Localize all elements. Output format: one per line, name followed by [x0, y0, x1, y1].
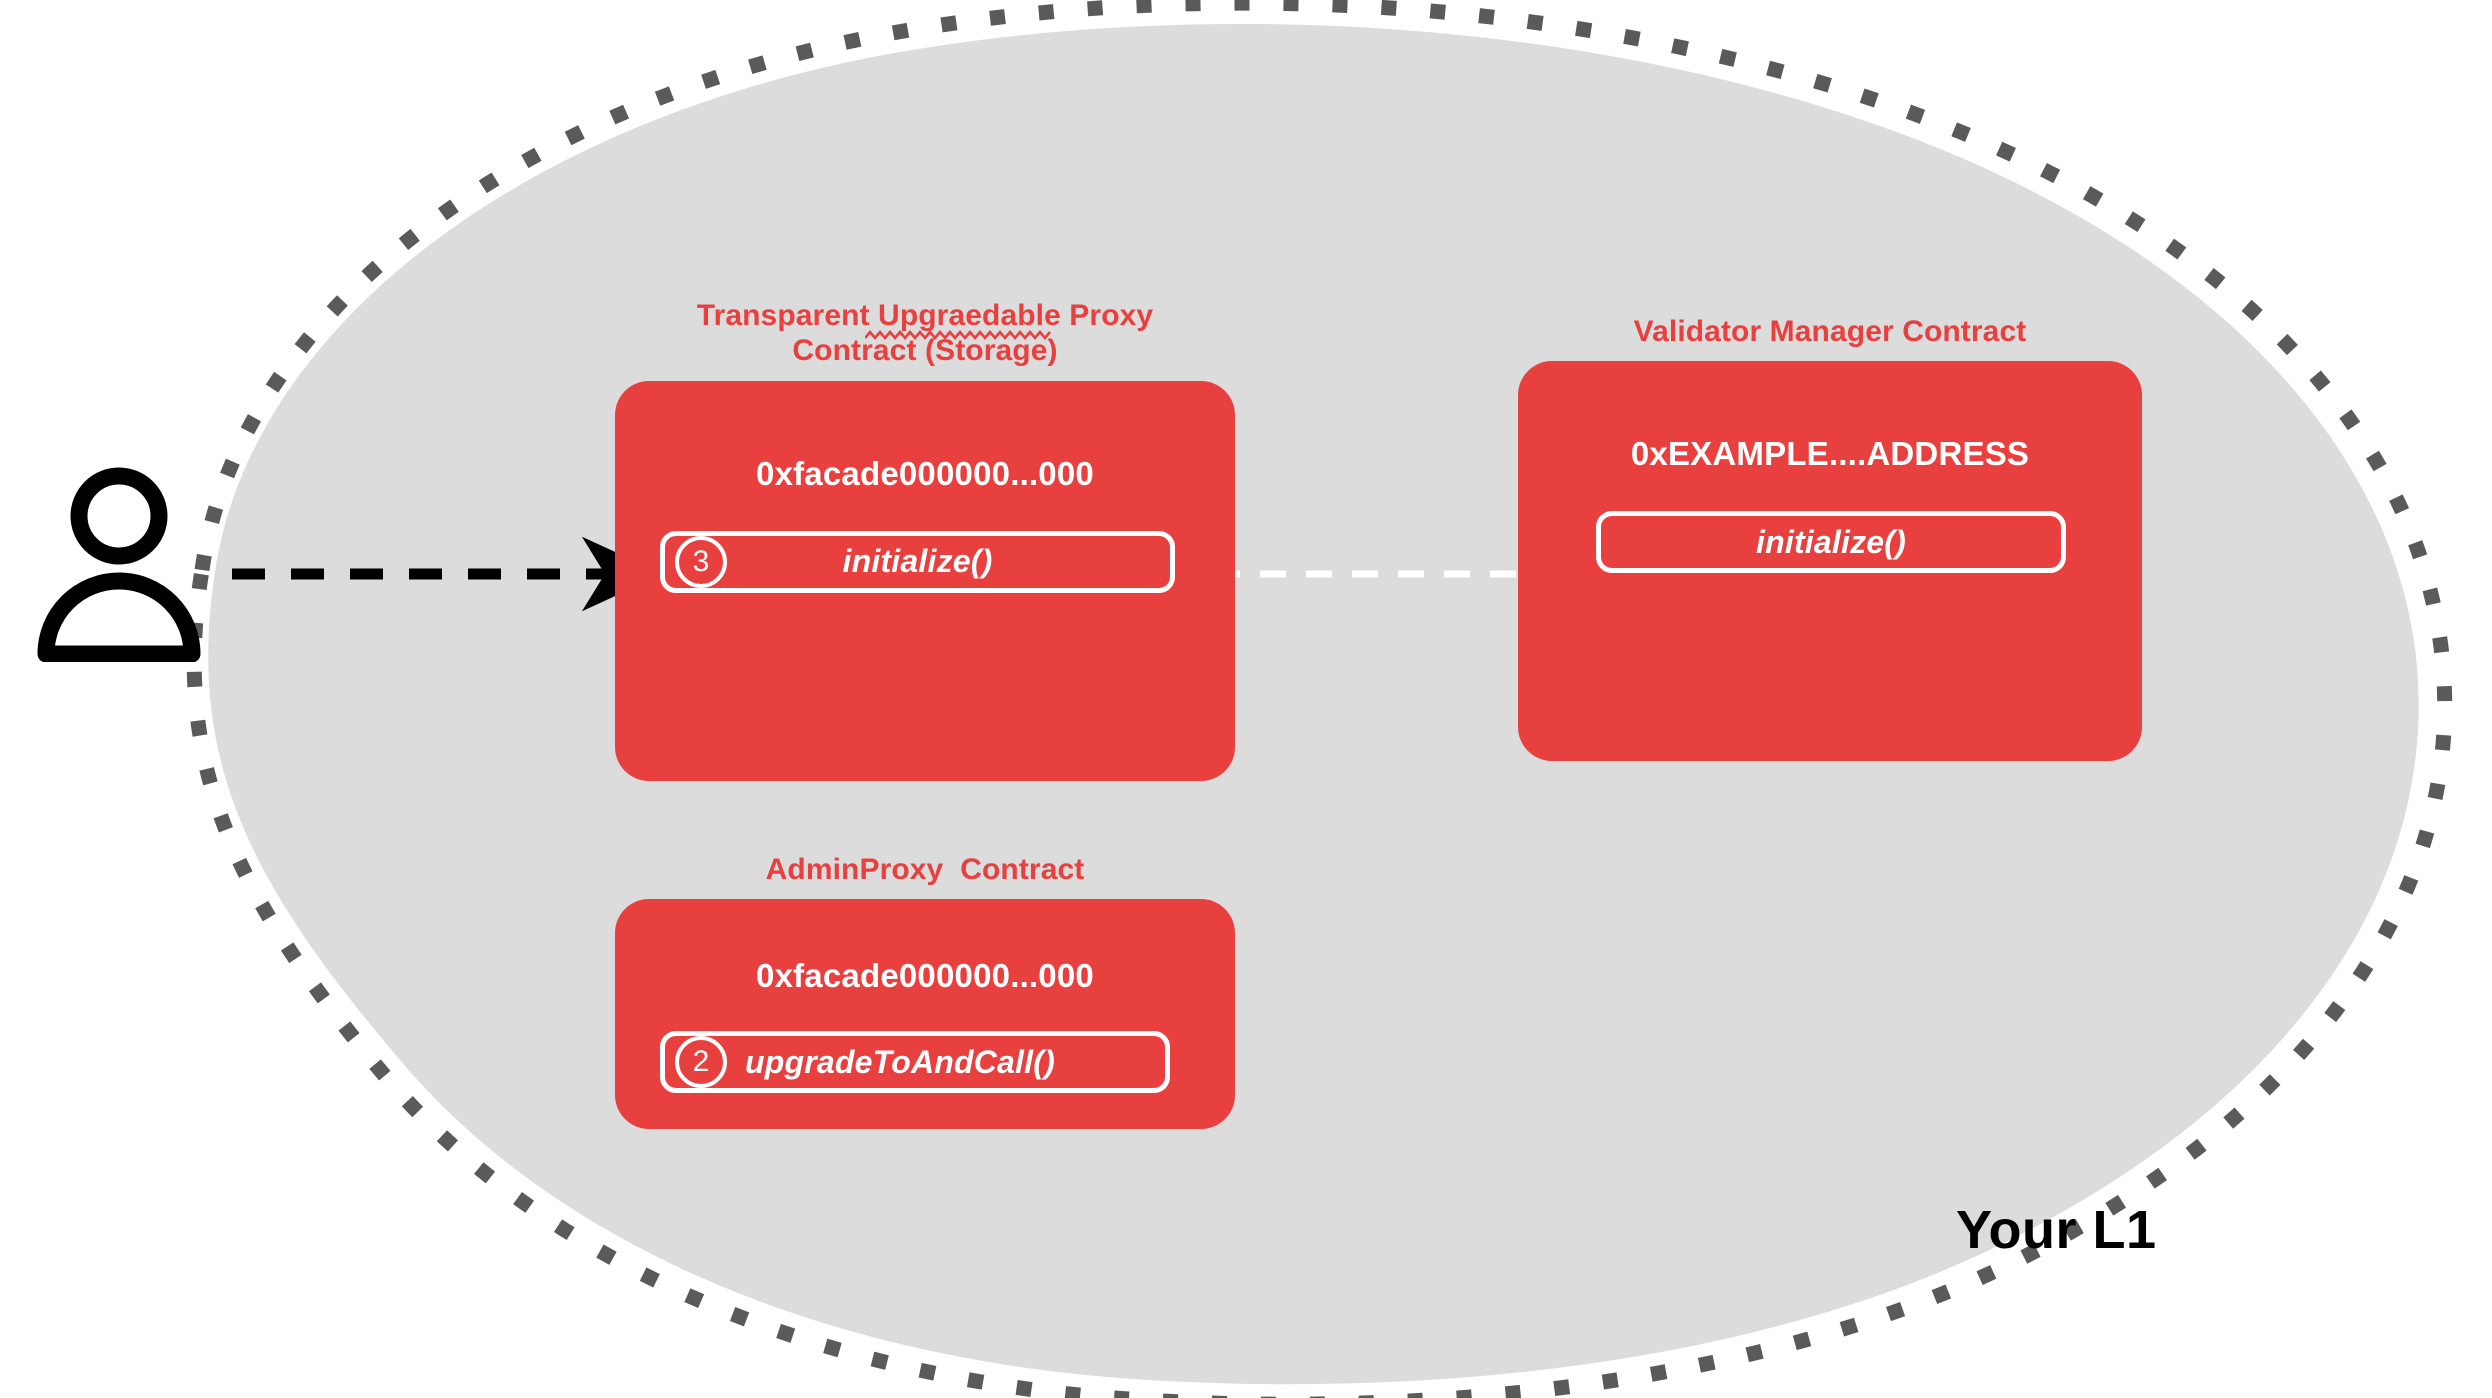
contract-address: 0xfacade000000...000: [756, 454, 1094, 492]
contract-box[interactable]: 0xEXAMPLE....ADDRESS initialize(): [1518, 361, 2142, 762]
region-label: Your L1: [1956, 1200, 2157, 1260]
contract-transparent-upgradeable-proxy: Transparent Upgraedable Proxy Contract (…: [615, 298, 1235, 781]
spacer: [1518, 349, 2142, 361]
contract-box[interactable]: 0xfacade000000...000 3 initialize(): [615, 380, 1235, 781]
function-pill-initialize[interactable]: initialize(): [1596, 511, 2066, 574]
step-badge: 3: [675, 535, 727, 588]
contract-validator-manager: Validator Manager Contract 0xEXAMPLE....…: [1518, 314, 2142, 762]
function-pill-initialize[interactable]: 3 initialize(): [660, 530, 1175, 593]
function-pill-upgrade-to-and-call[interactable]: 2 upgradeToAndCall(): [660, 1031, 1170, 1094]
contract-admin-proxy: AdminProxy Contract 0xfacade000000...000…: [615, 852, 1235, 1130]
spacer: [615, 369, 1235, 381]
contract-title: Validator Manager Contract: [1633, 315, 2027, 348]
function-label: initialize(): [1756, 523, 1906, 560]
user-person-icon: [37, 467, 201, 662]
spellcheck-squiggle-icon: [865, 330, 1051, 341]
step-badge: 2: [675, 1036, 727, 1089]
contract-address: 0xEXAMPLE....ADDRESS: [1630, 435, 2030, 473]
spacer: [615, 887, 1235, 899]
function-label: upgradeToAndCall(): [745, 1043, 1055, 1080]
function-label: initialize(): [842, 543, 993, 580]
contract-title: AdminProxy Contract: [765, 853, 1085, 886]
contract-title: Transparent Upgraedable Proxy Contract (…: [696, 299, 1154, 368]
contract-box[interactable]: 0xfacade000000...000 2 upgradeToAndCall(…: [615, 899, 1235, 1130]
contract-address: 0xfacade000000...000: [756, 957, 1094, 995]
